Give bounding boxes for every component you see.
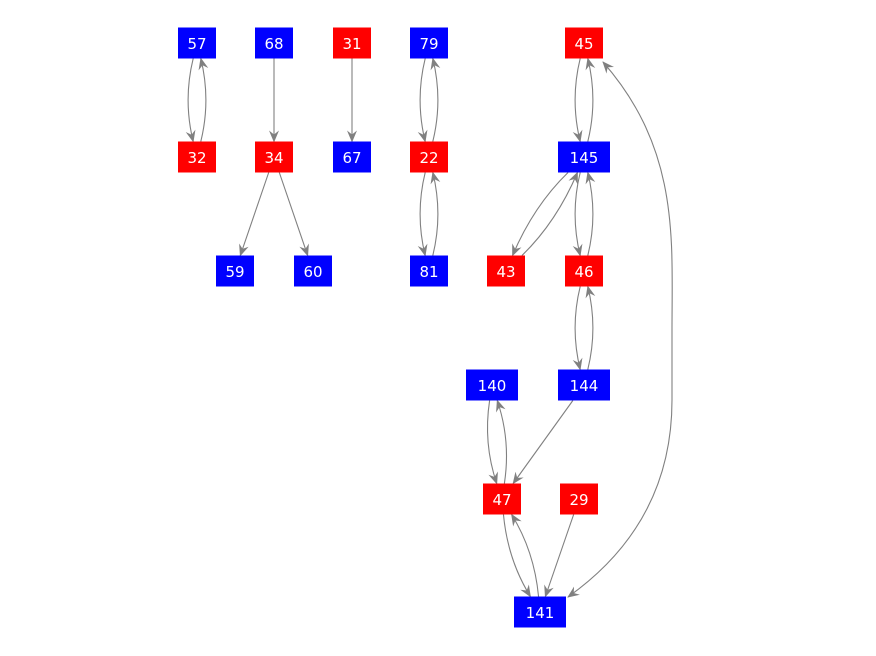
- node-label: 34: [264, 149, 283, 167]
- node-box: [558, 141, 610, 173]
- edges-layer: [185, 57, 673, 598]
- edge-46-145: [585, 171, 596, 256]
- node-label: 81: [419, 263, 438, 281]
- node-59[interactable]: 59: [216, 255, 254, 287]
- node-box: [333, 27, 371, 59]
- node-box: [410, 27, 448, 59]
- node-box: [294, 255, 332, 287]
- edge-81-22: [430, 171, 441, 256]
- node-box: [565, 255, 603, 287]
- node-label: 29: [569, 491, 588, 509]
- node-68[interactable]: 68: [255, 27, 293, 59]
- node-label: 60: [303, 263, 322, 281]
- node-box: [333, 141, 371, 173]
- edge-45-145: [572, 58, 583, 143]
- edge-46-144: [572, 286, 583, 371]
- node-box: [216, 255, 254, 287]
- node-22[interactable]: 22: [410, 141, 448, 173]
- node-label: 46: [574, 263, 593, 281]
- node-label: 32: [187, 149, 206, 167]
- node-box: [466, 369, 518, 401]
- node-box: [178, 27, 216, 59]
- node-box: [410, 255, 448, 287]
- node-box: [483, 483, 521, 515]
- edge-141-45: [567, 61, 673, 598]
- node-60[interactable]: 60: [294, 255, 332, 287]
- edge-57-32: [185, 58, 196, 143]
- node-label: 67: [342, 149, 361, 167]
- node-label: 31: [342, 35, 361, 53]
- node-81[interactable]: 81: [410, 255, 448, 287]
- edge-79-22: [417, 58, 428, 143]
- node-box: [560, 483, 598, 515]
- node-label: 45: [574, 35, 593, 53]
- node-46[interactable]: 46: [565, 255, 603, 287]
- node-57[interactable]: 57: [178, 27, 216, 59]
- node-label: 68: [264, 35, 283, 53]
- node-box: [255, 141, 293, 173]
- edge-43-145: [521, 171, 578, 256]
- edge-144-46: [585, 285, 596, 370]
- node-box: [178, 141, 216, 173]
- node-144[interactable]: 144: [558, 369, 610, 401]
- node-45[interactable]: 45: [565, 27, 603, 59]
- node-label: 140: [478, 377, 507, 395]
- edge-22-79: [430, 57, 441, 142]
- node-box: [558, 369, 610, 401]
- node-box: [410, 141, 448, 173]
- edge-144-47: [512, 400, 574, 485]
- edge-29-141: [544, 514, 575, 598]
- node-67[interactable]: 67: [333, 141, 371, 173]
- node-box: [514, 596, 566, 628]
- node-43[interactable]: 43: [487, 255, 525, 287]
- edge-145-45: [585, 57, 596, 142]
- nodes-layer: 57 68 31 79 45 32 34 67 22 145 59 60 81 43 46 140 144 47 2…: [178, 27, 610, 628]
- node-box: [487, 255, 525, 287]
- node-label: 141: [526, 604, 555, 622]
- node-34[interactable]: 34: [255, 141, 293, 173]
- node-label: 43: [496, 263, 515, 281]
- node-32[interactable]: 32: [178, 141, 216, 173]
- edge-47-141: [502, 514, 531, 598]
- node-label: 57: [187, 35, 206, 53]
- node-79[interactable]: 79: [410, 27, 448, 59]
- node-47[interactable]: 47: [483, 483, 521, 515]
- node-box: [255, 27, 293, 59]
- edge-145-43: [512, 172, 569, 257]
- node-box: [565, 27, 603, 59]
- node-140[interactable]: 140: [466, 369, 518, 401]
- edge-34-60: [278, 172, 309, 257]
- node-label: 79: [419, 35, 438, 53]
- node-145[interactable]: 145: [558, 141, 610, 173]
- edge-34-59: [239, 172, 270, 257]
- edge-145-46: [572, 172, 583, 257]
- node-label: 145: [570, 149, 599, 167]
- node-31[interactable]: 31: [333, 27, 371, 59]
- node-label: 22: [419, 149, 438, 167]
- edge-141-47: [511, 513, 540, 597]
- node-label: 47: [492, 491, 511, 509]
- node-141[interactable]: 141: [514, 596, 566, 628]
- node-29[interactable]: 29: [560, 483, 598, 515]
- edge-22-81: [417, 172, 428, 257]
- node-label: 59: [225, 263, 244, 281]
- edge-47-140: [496, 399, 508, 484]
- edge-140-47: [486, 400, 498, 485]
- node-label: 144: [570, 377, 599, 395]
- edge-32-57: [198, 57, 209, 142]
